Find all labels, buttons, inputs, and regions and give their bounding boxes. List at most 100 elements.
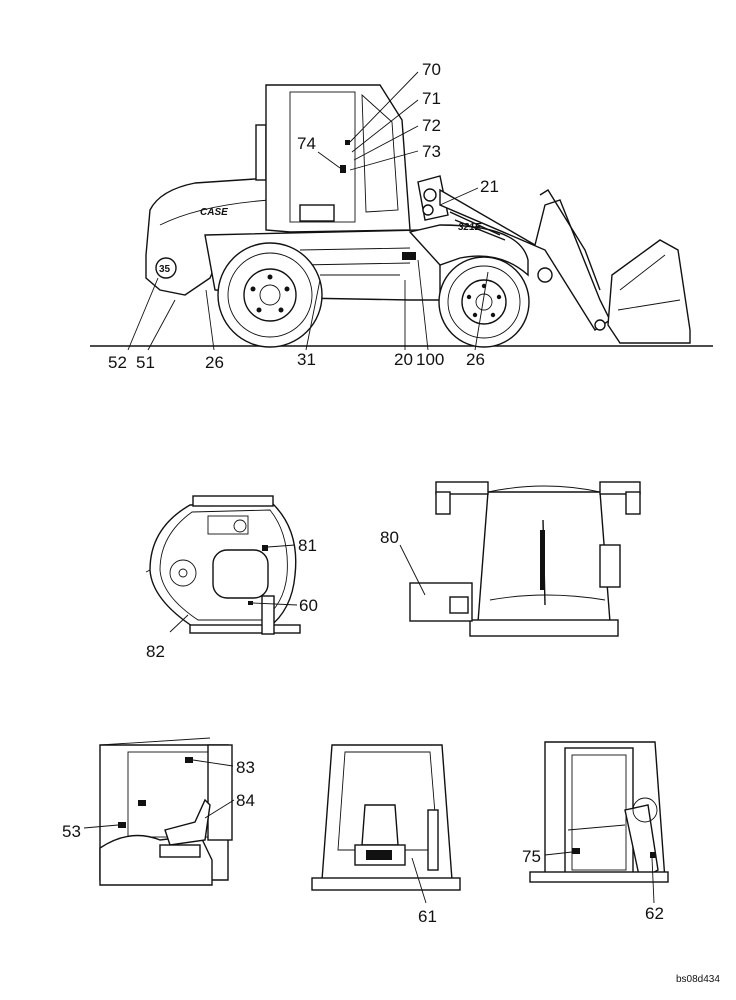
callout-20: 20 [394,350,413,369]
lift-cylinder [449,211,506,241]
cab-top-view: 81 60 82 [145,495,318,661]
cab-panel [299,204,335,222]
callout-75: 75 [522,847,541,866]
decal-81-marker [262,545,268,551]
callout-80: 80 [380,528,399,547]
hydraulic-lines [299,247,411,276]
cab-front-step [189,624,301,634]
rear-console [207,515,249,535]
steering-wheel-right [632,797,658,823]
cab-interior-left: 83 84 53 [62,737,255,886]
left-mirror-arm [435,481,489,495]
callout-61: 61 [418,907,437,926]
cab [265,84,411,233]
steering-wheel [169,559,197,587]
callout-70: 70 [422,60,441,79]
seat-center-back [361,804,399,846]
cab-left-floor [99,834,213,886]
cab-front-view: 80 [380,481,641,637]
leader-lines-cab-top [169,544,298,633]
operator-seat [212,549,269,599]
badge-decal: 35 [159,264,171,275]
bucket [607,239,691,344]
badge-decal-outline [155,257,177,279]
callout-82: 82 [146,642,165,661]
callout-31: 31 [297,350,316,369]
decal-62-marker [650,852,656,858]
front-wheel [438,256,530,348]
decal-60-marker [248,601,253,605]
cab-right-base [529,871,669,883]
steering-column [624,804,659,882]
seat-base-left [159,844,201,858]
callout-84: 84 [236,791,255,810]
callout-26-rear: 26 [205,353,224,372]
cab-left-pillar [207,744,233,841]
cab-center-handrail [427,809,439,871]
hood-line [159,199,271,226]
callout-21: 21 [480,177,499,196]
cab-handrail [599,544,621,588]
windshield-bottom [489,594,606,601]
cab-floor-inner [159,509,288,621]
callout-51: 51 [136,353,155,372]
leader-lines-interior-left [83,759,235,829]
decal-53-marker [118,822,126,828]
callout-26-front: 26 [466,350,485,369]
decal-83-marker [185,757,193,763]
loader-arm [439,188,611,331]
loader-side-view: CASE 321E 35 70 71 72 73 74 21 52 51 2 [90,60,713,372]
callout-71: 71 [422,89,441,108]
right-mirror [625,491,641,515]
cab-roof-curve [487,485,601,493]
callout-53: 53 [62,822,81,841]
cab-rear-rail [192,495,274,507]
drawing-code: bs08d434 [676,974,720,985]
callout-73: 73 [422,142,441,161]
callout-83: 83 [236,758,255,777]
brand-decal: CASE [200,207,228,218]
bucket-ribs [617,254,681,311]
cab-left-roof [99,737,211,746]
cab-door [289,91,356,223]
callout-62: 62 [645,904,664,923]
left-mirror [435,491,451,515]
callout-60: 60 [299,596,318,615]
leader-61 [411,857,427,904]
cab-interior-right: 75 62 [522,741,669,923]
right-mirror-arm [599,481,641,495]
callout-81: 81 [298,536,317,555]
decal-left-marker [138,800,146,806]
cab-front-base [469,619,619,637]
cab-right-door-bar [567,824,626,831]
callout-100: 100 [416,350,444,369]
arm-pivot [537,267,553,283]
decal-75-marker [572,848,580,854]
cab-door-post [261,595,275,635]
pivot-pin [423,188,437,202]
tilt-linkage [539,189,601,291]
cab-front-window [361,93,399,213]
steering-hub [178,568,188,578]
pivot-pin-lower [422,204,434,216]
cab-right-door [564,747,634,879]
model-decal: 321E [458,222,482,233]
rear-wheel [217,242,323,348]
wiper-blade [540,530,545,590]
leader-lines-interior-right [544,851,655,904]
rear-console-knob [233,519,247,533]
cab-interior-center: 61 [311,744,461,926]
callout-74: 74 [297,134,316,153]
decal-ah-marker [402,252,416,260]
bucket-pivot [594,319,606,331]
leader-lines-top [127,71,489,351]
decal-70-marker [345,140,350,145]
callout-52: 52 [108,353,127,372]
seat-center-suspension [366,850,392,860]
decal-73-marker [340,165,346,173]
callout-72: 72 [422,116,441,135]
side-panel-detail [449,596,469,614]
exhaust-stack [255,124,267,181]
leader-80 [399,544,426,596]
